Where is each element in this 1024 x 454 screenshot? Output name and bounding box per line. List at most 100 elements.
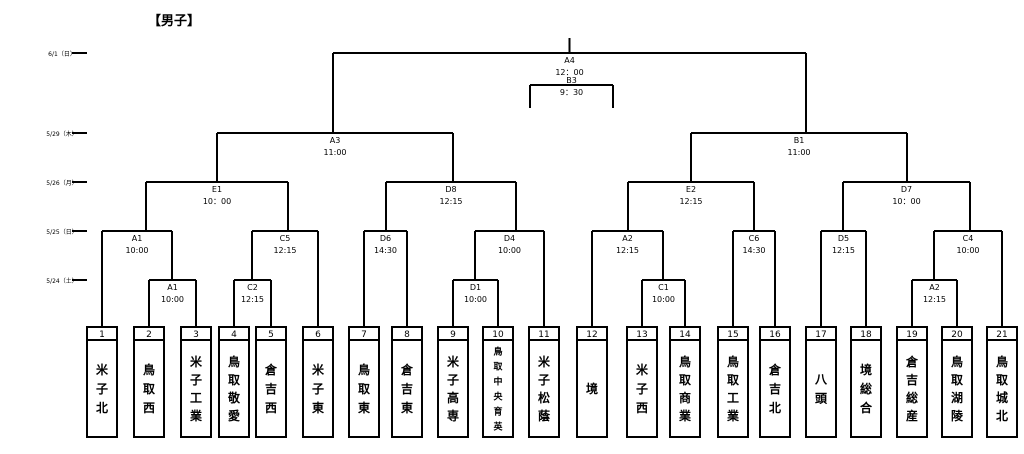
team-name: 倉吉西	[264, 362, 278, 415]
team-name: 八頭	[814, 373, 828, 406]
bracket-title: 【男子】	[148, 14, 201, 29]
team-number: 19	[906, 330, 918, 340]
match-code: A1	[132, 234, 143, 243]
team-name: 米子北	[96, 362, 109, 415]
team-name: 鳥取中央育英	[492, 345, 503, 432]
team-name: 鳥取敬愛	[227, 354, 241, 423]
team-name: 鳥取西	[143, 362, 155, 415]
team-name: 米子西	[636, 362, 649, 415]
match-code: E2	[686, 185, 696, 194]
team-box	[391, 326, 423, 438]
match-code: B1	[794, 136, 805, 145]
team-name: 鳥取城北	[996, 354, 1008, 423]
team-box	[482, 326, 514, 438]
team-number: 7	[361, 330, 367, 340]
team-name: 鳥取東	[358, 362, 370, 415]
team-number: 8	[404, 330, 410, 340]
team-number: 2	[146, 330, 152, 340]
match-time: 12：00	[555, 68, 583, 77]
team-number: 18	[860, 330, 872, 340]
team-number: 12	[586, 330, 597, 340]
match-time: 10:00	[464, 295, 487, 304]
team-box	[133, 326, 165, 438]
match-time: 11:00	[787, 148, 810, 157]
match-code: D8	[445, 185, 456, 194]
team-number: 16	[769, 330, 781, 340]
team-name: 倉吉北	[768, 362, 782, 415]
team-name: 倉吉総産	[905, 354, 919, 423]
match-time: 10:00	[956, 246, 979, 255]
match-code: B3	[566, 76, 577, 85]
team-number: 4	[231, 330, 237, 340]
match-code: A4	[564, 56, 575, 65]
match-time: 14:30	[742, 246, 765, 255]
team-number: 1	[99, 330, 105, 340]
match-time: 12:15	[923, 295, 946, 304]
team-box	[986, 326, 1018, 438]
team-number: 9	[450, 330, 456, 340]
match-time: 10:00	[161, 295, 184, 304]
team-name: 鳥取湖陵	[951, 354, 964, 423]
match-code: C6	[749, 234, 760, 243]
match-code: D5	[838, 234, 849, 243]
team-box	[348, 326, 380, 438]
match-code: D1	[470, 283, 481, 292]
match-time: 14:30	[374, 246, 397, 255]
match-code: C5	[280, 234, 291, 243]
team-box	[86, 326, 118, 438]
match-code: C2	[247, 283, 258, 292]
match-time: 10:00	[498, 246, 521, 255]
team-name: 米子松蔭	[538, 354, 551, 423]
match-time: 12:15	[241, 295, 264, 304]
team-name: 境総合	[860, 362, 873, 415]
match-time: 10:00	[125, 246, 148, 255]
match-code: A1	[167, 283, 178, 292]
match-time: 10：00	[892, 197, 920, 206]
team-box	[528, 326, 560, 438]
match-code: A2	[929, 283, 940, 292]
team-box	[180, 326, 212, 438]
team-box	[669, 326, 701, 438]
match-code: A2	[622, 234, 633, 243]
date-label: 5/25（日）	[46, 229, 77, 236]
team-box	[255, 326, 287, 438]
team-number: 15	[727, 330, 738, 340]
team-box	[302, 326, 334, 438]
match-code: C1	[658, 283, 669, 292]
date-label: 5/26（月）	[46, 180, 77, 187]
match-time: 12:15	[273, 246, 296, 255]
team-name: 米子東	[312, 362, 325, 415]
team-name: 米子高専	[447, 354, 460, 423]
team-number: 17	[815, 330, 826, 340]
team-name: 境	[586, 381, 598, 396]
date-label: 5/24（土）	[46, 277, 77, 285]
team-number: 3	[193, 330, 199, 340]
match-code: A3	[330, 136, 341, 145]
team-number: 14	[679, 330, 691, 340]
match-code: D7	[901, 185, 912, 194]
match-time: 11:00	[323, 148, 346, 157]
team-number: 21	[996, 330, 1007, 340]
team-number: 13	[636, 330, 647, 340]
match-time: 10:00	[652, 295, 675, 304]
match-time: 9：30	[560, 88, 583, 97]
match-time: 12:15	[616, 246, 639, 255]
team-name: 米子工業	[189, 354, 203, 423]
team-box	[437, 326, 469, 438]
match-time: 12:15	[679, 197, 702, 206]
match-code: D4	[504, 234, 515, 243]
match-time: 10：00	[203, 197, 231, 206]
team-number: 6	[315, 330, 321, 340]
team-name: 鳥取工業	[726, 354, 740, 423]
team-box	[717, 326, 749, 438]
match-time: 12:15	[439, 197, 462, 206]
team-number: 10	[492, 330, 504, 340]
match-code: D6	[380, 234, 391, 243]
team-number: 20	[951, 330, 963, 340]
team-number: 5	[268, 330, 274, 340]
match-time: 12:15	[832, 246, 855, 255]
match-code: E1	[212, 185, 222, 194]
team-name: 鳥取商業	[678, 354, 692, 423]
team-name: 倉吉東	[400, 362, 414, 415]
team-number: 11	[538, 330, 549, 340]
